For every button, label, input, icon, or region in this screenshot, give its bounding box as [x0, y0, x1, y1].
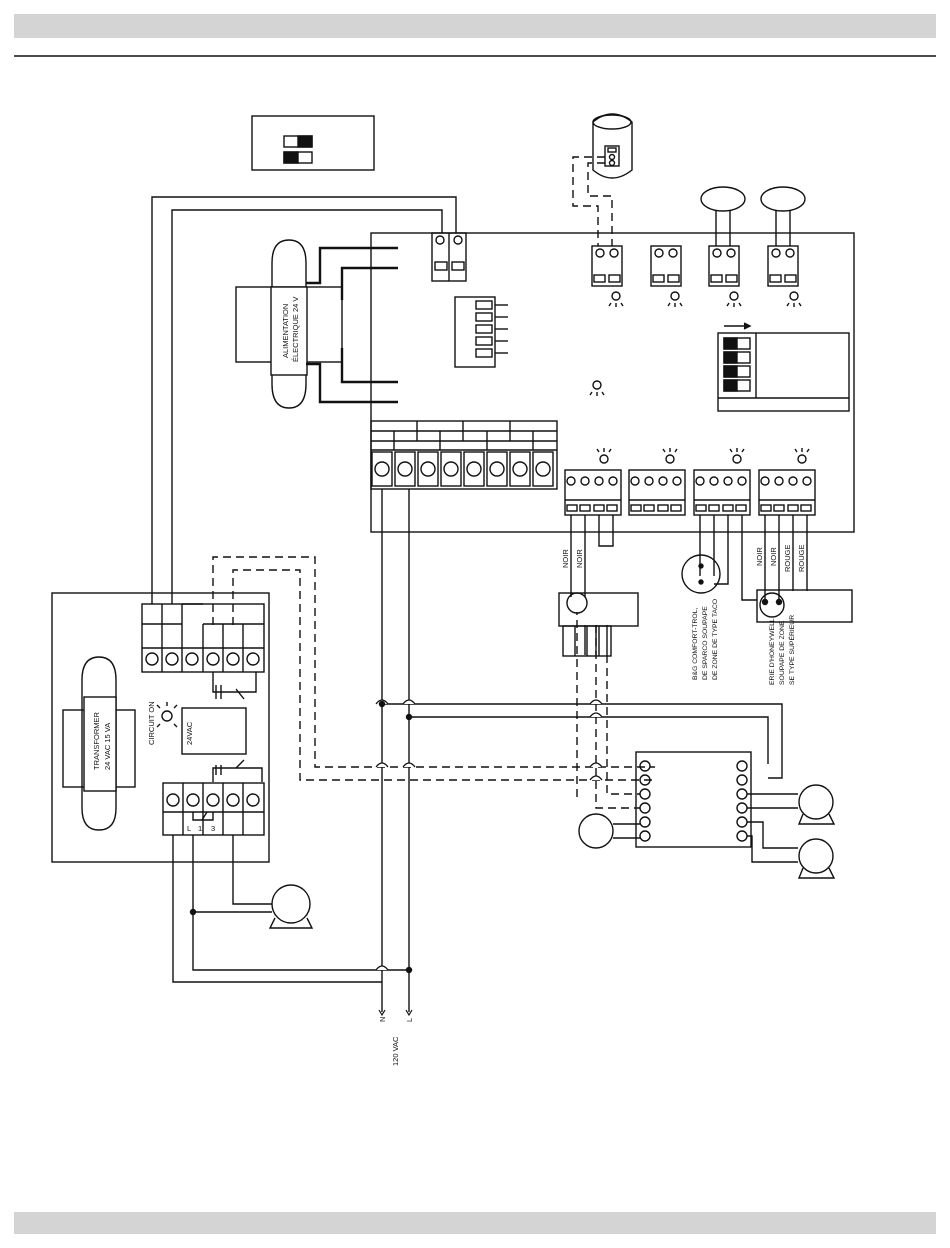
taco-valve-note: DE ZONE DE TYPE TACO [712, 599, 719, 680]
valve-terminal [565, 470, 815, 515]
wire [599, 515, 613, 546]
led-rays [157, 702, 177, 727]
taco-valve-note: B&G COMFORT-TROL, [692, 608, 699, 680]
neutral-label: N [378, 1017, 387, 1022]
junction-dot [407, 968, 412, 973]
transformer-wire [342, 268, 398, 300]
voltage-label: 120 VAC [391, 1036, 400, 1066]
circuit-on-led-icon [162, 711, 172, 721]
wire [193, 835, 409, 970]
honeywell-valve-icon [757, 590, 852, 622]
relay-transformer-label: TRANSFORMER [92, 712, 101, 771]
config-switch-box [718, 323, 849, 411]
pump-motor-icon [799, 785, 834, 878]
dip-switch-legend [252, 116, 374, 170]
wire [747, 794, 798, 808]
wire [409, 717, 768, 764]
honeywell-valve-note: SOUPAPE DE ZONE [779, 620, 786, 685]
honeywell-valve-note: ERIE D'HONEYWELL [769, 618, 776, 685]
vac-label: 24VAC [185, 721, 194, 745]
thermostat-icon [593, 114, 632, 178]
junction-dot [699, 580, 703, 584]
pump-motor-icon [579, 814, 613, 848]
footer-bar [14, 1212, 936, 1234]
junction-dot [777, 600, 782, 605]
zone-thermostat-icon [701, 187, 805, 246]
wire [152, 197, 456, 604]
junction-dot [763, 600, 768, 605]
honeywell-valve-note: SE TYPE SUPÉRIEUR [787, 615, 796, 685]
zone-valve-icon [559, 593, 638, 656]
relay-terminal-label: 3 [211, 824, 215, 833]
crossover [376, 700, 602, 970]
circuit-on-label: CIRCUIT ON [147, 701, 156, 745]
transformer-wire [342, 348, 398, 382]
line-label: L [405, 1018, 414, 1022]
junction-dot [407, 715, 412, 720]
wire [233, 835, 272, 904]
wire [213, 557, 655, 767]
junction-dot [699, 564, 703, 568]
relay-contact [213, 672, 256, 699]
terminal-strip [371, 421, 557, 489]
wire-label-noir: NOIR [575, 549, 584, 568]
dip-switch-block [455, 297, 508, 367]
wire [714, 515, 728, 584]
relay-transformer-label: 24 VAC 15 VA [103, 723, 112, 770]
relay-top-terminal [142, 604, 264, 672]
relay-terminal-label: L [187, 824, 191, 833]
zone-terminal [592, 246, 798, 286]
transformer-wire [306, 248, 398, 283]
header-bar [14, 14, 936, 38]
wire-label-noir: NOIR [561, 549, 570, 568]
junction-dot [191, 910, 196, 915]
junction-dot [380, 702, 385, 707]
relay-contact [213, 760, 262, 782]
terminal-block [432, 233, 466, 281]
wire-label-noir: NOIR [769, 547, 778, 566]
wire [173, 835, 382, 982]
transformer-24v-label: ÉLECTRIQUE 24 V [291, 297, 300, 362]
wire-label-rouge: ROUGE [797, 544, 806, 572]
led-icon [590, 292, 809, 463]
transformer-24v-label: ALIMENTATION [281, 304, 290, 358]
taco-valve-note: DE SPARCO SOUPAPE [702, 606, 709, 680]
pump-motor-icon [270, 885, 312, 928]
wire [172, 210, 442, 604]
zone-relay-module [636, 752, 751, 847]
relay-terminal-label: 1 [198, 824, 202, 833]
wire [233, 570, 655, 780]
wire-label-noir: NOIR [755, 547, 764, 566]
wire [747, 822, 798, 862]
wire-label-rouge: ROUGE [783, 544, 792, 572]
